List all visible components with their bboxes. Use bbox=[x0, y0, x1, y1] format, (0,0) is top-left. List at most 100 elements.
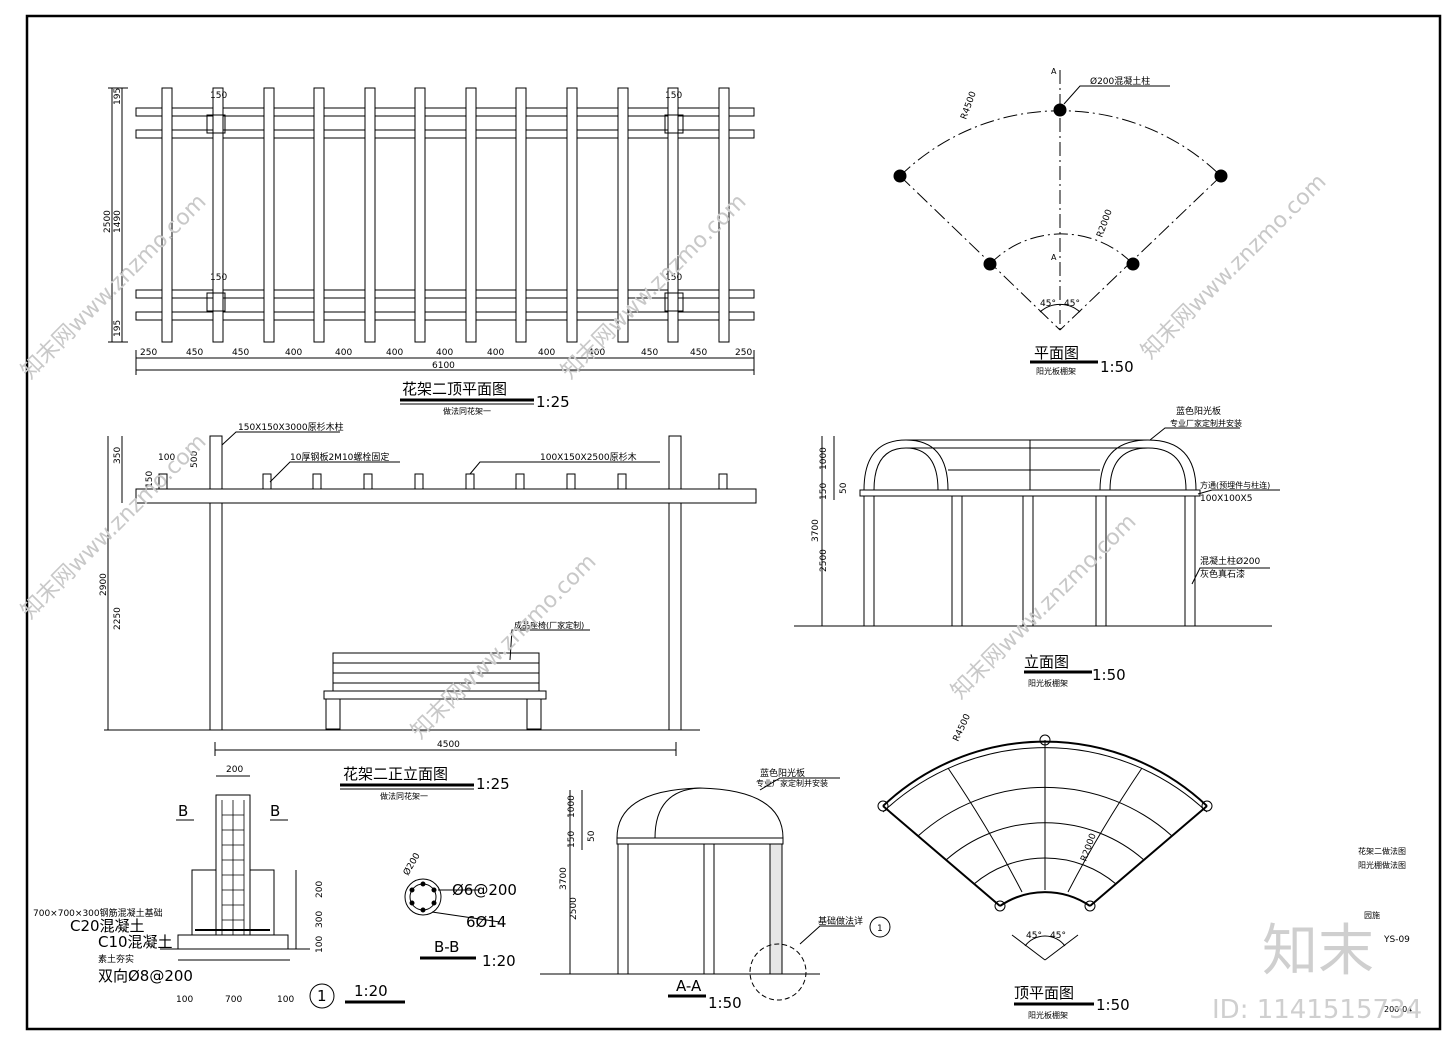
dim-50: 50 bbox=[839, 482, 849, 494]
aa-section bbox=[540, 777, 855, 1001]
dim-100: 100 bbox=[315, 936, 325, 953]
label-c10: C10混凝土 bbox=[98, 933, 173, 951]
dim-150: 150 bbox=[567, 831, 577, 848]
watermark-id: ID: 1141515734 bbox=[1212, 995, 1422, 1025]
dim-400: 400 bbox=[285, 348, 302, 358]
label-plate: 10厚钢板2M10螺栓固定 bbox=[290, 451, 389, 463]
dim-100: 100 bbox=[176, 995, 193, 1005]
dim-4500: 4500 bbox=[437, 740, 460, 750]
dim-300: 300 bbox=[315, 911, 325, 928]
detail1-texts: B B 200 700×700×300钢筋混凝土基础 C20混凝土 C10混凝土… bbox=[33, 765, 405, 1009]
watermark-text: 知末网www.znzmo.com bbox=[407, 549, 602, 744]
plan1-note: 做法同花架一 bbox=[443, 406, 491, 416]
dim-450: 450 bbox=[690, 348, 707, 358]
dim-2500: 2500 bbox=[569, 897, 579, 920]
watermark-logo: 知末 bbox=[1262, 919, 1374, 984]
sheet-no: YS-09 bbox=[1383, 935, 1410, 945]
dim-2500: 2500 bbox=[103, 210, 113, 233]
dim-200: 200 bbox=[315, 881, 325, 898]
watermark-text: 知末网www.znzmo.com bbox=[1137, 169, 1332, 364]
plan2-ang2: 45° bbox=[1064, 299, 1080, 309]
roof-ang1: 45° bbox=[1026, 931, 1042, 941]
elev2-title: 立面图 bbox=[1024, 653, 1069, 671]
roof-r-outer: R4500 bbox=[952, 712, 974, 743]
dim-1490: 1490 bbox=[113, 210, 123, 233]
elev2-panel2: 专业厂家定制并安装 bbox=[1170, 418, 1242, 428]
elev2-tube: 方通(预埋件与柱连) bbox=[1200, 480, 1270, 490]
roof-scale: 1:50 bbox=[1096, 996, 1130, 1014]
canopy-roof-plan bbox=[877, 734, 1213, 1006]
bb-label2: 6Ø14 bbox=[466, 913, 506, 931]
bb-label1: Ø6@200 bbox=[452, 881, 517, 899]
dim-250: 250 bbox=[735, 348, 752, 358]
dim-150: 150 bbox=[210, 91, 227, 101]
dim-1000: 1000 bbox=[819, 447, 829, 470]
roof-note: 阳光板棚架 bbox=[1028, 1010, 1068, 1020]
dim-195: 195 bbox=[113, 320, 123, 337]
elev1-title: 花架二正立面图 bbox=[343, 765, 448, 783]
sheet-project: 园施 bbox=[1364, 910, 1380, 920]
plan1-title: 花架二顶平面图 bbox=[402, 380, 507, 398]
plan2-sec: A bbox=[1051, 253, 1057, 262]
aa-texts: 蓝色阳光板 专业厂家定制并安装 基础做法详 1 1000 150 50 3700… bbox=[559, 767, 891, 1012]
dim-150: 150 bbox=[145, 471, 155, 488]
dim-2900: 2900 bbox=[99, 573, 109, 596]
dim-250: 250 bbox=[140, 348, 157, 358]
dim-500: 500 bbox=[190, 451, 200, 468]
dim-2500: 2500 bbox=[819, 549, 829, 572]
dim-450: 450 bbox=[186, 348, 203, 358]
elev1-scale: 1:25 bbox=[476, 775, 510, 793]
dim-400: 400 bbox=[335, 348, 352, 358]
elev2-scale: 1:50 bbox=[1092, 666, 1126, 684]
dim-150: 150 bbox=[665, 273, 682, 283]
dim-700: 700 bbox=[225, 995, 242, 1005]
dim-450: 450 bbox=[232, 348, 249, 358]
bb-title: B-B bbox=[434, 938, 459, 956]
dim-1000: 1000 bbox=[567, 795, 577, 818]
canopy-elevation bbox=[794, 427, 1280, 674]
elev2-note: 阳光板棚架 bbox=[1028, 678, 1068, 688]
roof-r-inner: R2000 bbox=[1079, 832, 1098, 863]
dim-350: 350 bbox=[113, 447, 123, 464]
elev2-panel: 蓝色阳光板 bbox=[1176, 405, 1221, 417]
label-beam: 100X150X2500原杉木 bbox=[540, 451, 637, 463]
aa-found: 基础做法详 bbox=[818, 915, 863, 927]
plan1-scale: 1:25 bbox=[536, 393, 570, 411]
elev2-col: 混凝土柱Ø200 bbox=[1200, 555, 1261, 567]
plan2-sec: A bbox=[1051, 67, 1057, 76]
bb-scale: 1:20 bbox=[482, 952, 516, 970]
dim-3700: 3700 bbox=[559, 867, 569, 890]
dim-400: 400 bbox=[588, 348, 605, 358]
plan2-r-inner: R2000 bbox=[1095, 208, 1114, 239]
section-mark-b: B bbox=[178, 802, 188, 820]
label-c20: C20混凝土 bbox=[70, 917, 145, 935]
plan2-note: 阳光板棚架 bbox=[1036, 366, 1076, 376]
sheet-border bbox=[25, 14, 1442, 1031]
aa-panel2: 专业厂家定制并安装 bbox=[756, 778, 828, 788]
sheet-title-1: 花架二做法图 bbox=[1358, 846, 1406, 856]
aa-title: A-A bbox=[676, 977, 702, 995]
dim-100: 100 bbox=[277, 995, 294, 1005]
dim-195: 195 bbox=[113, 88, 123, 105]
label-footing: 700×700×300钢筋混凝土基础 bbox=[33, 907, 163, 919]
dim-400: 400 bbox=[436, 348, 453, 358]
dim-150: 150 bbox=[210, 273, 227, 283]
elev2-texts: 蓝色阳光板 专业厂家定制并安装 方通(预埋件与柱连) 100X100X5 混凝土… bbox=[811, 405, 1270, 688]
section-mark-b: B bbox=[270, 802, 280, 820]
aa-panel: 蓝色阳光板 bbox=[760, 767, 805, 779]
elev1-note: 做法同花架一 bbox=[380, 791, 428, 801]
plan2-ang1: 45° bbox=[1040, 299, 1056, 309]
pergola-roof-plan bbox=[108, 87, 755, 375]
plan2-title: 平面图 bbox=[1034, 344, 1079, 362]
foundation-detail bbox=[160, 775, 310, 961]
elev1-texts: 150X150X3000原杉木柱 10厚钢板2M10螺栓固定 100X150X2… bbox=[99, 421, 637, 801]
label-rebar: 双向Ø8@200 bbox=[98, 967, 193, 985]
dim-150: 150 bbox=[819, 483, 829, 500]
label-bench: 成品座椅(厂家定制) bbox=[514, 620, 584, 630]
canopy-plan bbox=[893, 70, 1228, 364]
aa-scale: 1:50 bbox=[708, 994, 742, 1012]
bb-texts: Ø200 Ø6@200 6Ø14 B-B 1:20 bbox=[401, 851, 517, 970]
dim-450: 450 bbox=[641, 348, 658, 358]
dim-100: 100 bbox=[158, 453, 175, 463]
detail1-scale: 1:20 bbox=[354, 982, 388, 1000]
